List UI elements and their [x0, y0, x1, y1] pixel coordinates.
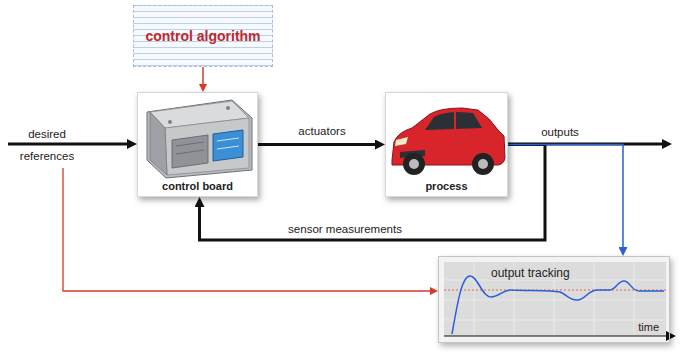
grid-lines: [444, 262, 666, 336]
tracking-chart: output tracking time: [438, 256, 670, 343]
plot-area: [444, 262, 666, 336]
ecu-body: [147, 100, 252, 178]
car-illustration: [392, 108, 505, 175]
process-caption: process: [425, 180, 467, 192]
car-wheel: [472, 153, 494, 175]
car-rim: [409, 159, 419, 169]
edge-label: sensor measurements: [288, 223, 402, 235]
ecu-pins: [176, 150, 204, 154]
ecu-screw: [168, 120, 172, 124]
algorithm-title: control algorithm: [145, 28, 260, 44]
car-headlight: [395, 137, 408, 146]
car-pillar: [454, 112, 456, 129]
output-curve: [452, 276, 664, 334]
car-wheel: [403, 153, 425, 175]
ecu-screw: [226, 106, 230, 110]
axis-label: time: [636, 321, 661, 333]
ecu-connector-blue: [213, 130, 243, 161]
ecu-connector: [172, 135, 208, 168]
chart-title: output tracking: [489, 266, 572, 280]
control-board-box: control board: [137, 92, 258, 197]
ecu-illustration: [147, 100, 252, 178]
ecu-front: [165, 118, 249, 175]
reference-line: [444, 290, 666, 291]
process-box: process: [385, 92, 508, 197]
algorithm-note: control algorithm: [133, 5, 273, 67]
chart-illustration: [438, 256, 670, 343]
chart-frame: [438, 256, 670, 343]
algorithm-arrow: [202, 67, 204, 86]
ecu-side: [150, 112, 167, 175]
actuator-arrow: [258, 143, 377, 146]
ecu-pins: [217, 138, 239, 141]
output-tap-arrow: [508, 145, 623, 249]
input-label: desired references: [14, 123, 80, 167]
car-rim: [478, 159, 488, 169]
reference-to-chart-arrow: [63, 168, 432, 291]
edge-label: actuators: [298, 125, 345, 137]
ecu-pins: [217, 146, 239, 149]
reference-input-arrow: [8, 143, 129, 146]
feedback-arrow: [200, 145, 546, 241]
output-label: outputs: [541, 126, 579, 138]
board-caption: control board: [162, 180, 233, 192]
car-window: [425, 112, 482, 130]
ecu-pins: [176, 142, 204, 146]
time-axis: [444, 335, 668, 336]
